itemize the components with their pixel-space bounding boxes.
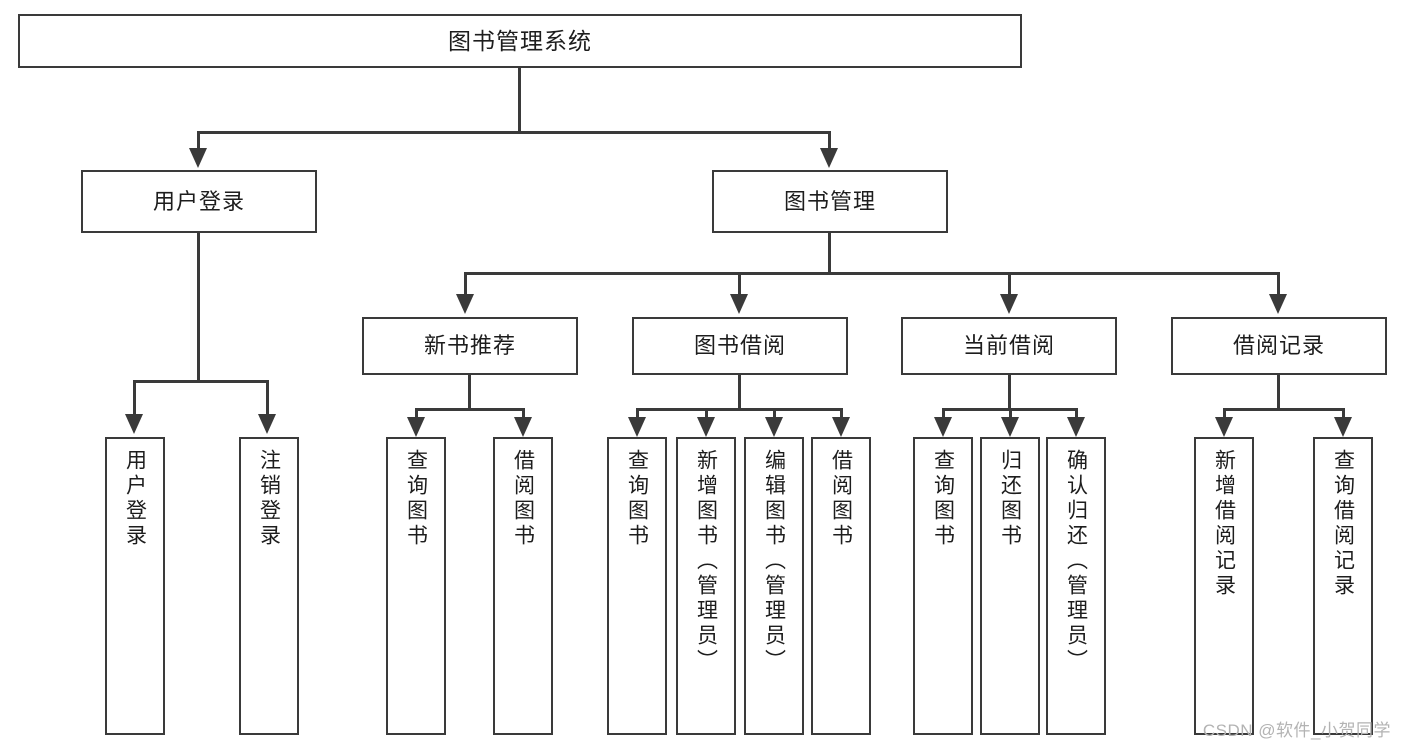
connector-borrow-record-bus xyxy=(1223,408,1345,411)
arrow-to-new-book-rec xyxy=(456,294,474,314)
connector-new-book-rec-bus xyxy=(415,408,525,411)
node-book-manage[interactable]: 图书管理 xyxy=(712,170,948,233)
connector-book-manage-bus xyxy=(464,272,1280,275)
connector-user-login-drop-1 xyxy=(133,380,136,416)
leaf-book-borrow-2[interactable]: 新增图书（管理员） xyxy=(676,437,736,735)
leaf-label: 用户登录 xyxy=(123,449,147,549)
node-label: 图书借阅 xyxy=(693,333,786,359)
leaf-current-borrow-1[interactable]: 查询图书 xyxy=(913,437,973,735)
leaf-book-borrow-3[interactable]: 编辑图书（管理员） xyxy=(744,437,804,735)
node-root-system[interactable]: 图书管理系统 xyxy=(18,14,1022,68)
arrow-to-leaf-book-borrow-3 xyxy=(765,417,783,437)
connector-new-book-rec-drop-1 xyxy=(415,408,418,420)
arrow-to-book-borrow xyxy=(730,294,748,314)
connector-current-borrow-drop-1 xyxy=(942,408,945,420)
node-label: 图书管理系统 xyxy=(448,27,592,54)
node-label: 用户登录 xyxy=(152,188,245,214)
arrow-to-leaf-book-borrow-2 xyxy=(697,417,715,437)
node-label: 当前借阅 xyxy=(962,333,1055,359)
connector-book-borrow-drop-4 xyxy=(840,408,843,420)
arrow-to-leaf-new-book-rec-1 xyxy=(407,417,425,437)
leaf-label: 注销登录 xyxy=(257,449,281,549)
leaf-user-login-1[interactable]: 用户登录 xyxy=(105,437,165,735)
leaf-label: 新增图书（管理员） xyxy=(694,449,718,674)
arrow-to-leaf-user-login-1 xyxy=(125,414,143,434)
arrow-to-leaf-borrow-record-1 xyxy=(1215,417,1233,437)
connector-root-drop-right xyxy=(828,131,831,150)
leaf-current-borrow-2[interactable]: 归还图书 xyxy=(980,437,1040,735)
connector-user-login-stem xyxy=(197,233,200,381)
leaf-borrow-record-1[interactable]: 新增借阅记录 xyxy=(1194,437,1254,735)
arrow-to-leaf-current-borrow-3 xyxy=(1067,417,1085,437)
node-label: 图书管理 xyxy=(783,188,876,214)
leaf-book-borrow-4[interactable]: 借阅图书 xyxy=(811,437,871,735)
arrow-to-leaf-borrow-record-2 xyxy=(1334,417,1352,437)
leaf-label: 查询借阅记录 xyxy=(1331,449,1355,599)
arrow-to-current-borrow xyxy=(1000,294,1018,314)
node-book-borrow[interactable]: 图书借阅 xyxy=(632,317,848,375)
node-new-book-rec[interactable]: 新书推荐 xyxy=(362,317,578,375)
arrow-to-leaf-current-borrow-2 xyxy=(1001,417,1019,437)
connector-borrow-record-stem xyxy=(1277,375,1280,410)
arrow-to-leaf-book-borrow-4 xyxy=(832,417,850,437)
leaf-current-borrow-3[interactable]: 确认归还（管理员） xyxy=(1046,437,1106,735)
leaf-new-book-rec-1[interactable]: 查询图书 xyxy=(386,437,446,735)
arrow-to-leaf-new-book-rec-2 xyxy=(514,417,532,437)
connector-new-book-rec-stem xyxy=(468,375,471,410)
connector-book-borrow-bus xyxy=(636,408,843,411)
connector-root-stem xyxy=(518,68,521,132)
connector-current-borrow-drop-3 xyxy=(1075,408,1078,420)
leaf-label: 借阅图书 xyxy=(511,449,535,549)
connector-root-drop-left xyxy=(197,131,200,150)
leaf-label: 归还图书 xyxy=(998,449,1022,549)
leaf-label: 新增借阅记录 xyxy=(1212,449,1236,599)
connector-book-borrow-drop-3 xyxy=(773,408,776,420)
connector-current-borrow-drop-2 xyxy=(1009,408,1012,420)
leaf-borrow-record-2[interactable]: 查询借阅记录 xyxy=(1313,437,1373,735)
node-current-borrow[interactable]: 当前借阅 xyxy=(901,317,1117,375)
connector-borrow-record-drop-1 xyxy=(1223,408,1226,420)
leaf-label: 查询图书 xyxy=(931,449,955,549)
connector-borrow-record-drop-2 xyxy=(1342,408,1345,420)
connector-book-borrow-drop-1 xyxy=(636,408,639,420)
connector-root-bus xyxy=(197,131,831,134)
arrow-to-leaf-book-borrow-1 xyxy=(628,417,646,437)
leaf-label: 确认归还（管理员） xyxy=(1064,449,1088,674)
connector-book-manage-drop-4 xyxy=(1277,272,1280,296)
leaf-label: 借阅图书 xyxy=(829,449,853,549)
connector-book-manage-drop-3 xyxy=(1008,272,1011,296)
connector-user-login-drop-2 xyxy=(266,380,269,416)
arrow-to-book-manage xyxy=(820,148,838,168)
connector-new-book-rec-drop-2 xyxy=(522,408,525,420)
arrow-to-leaf-current-borrow-1 xyxy=(934,417,952,437)
node-borrow-record[interactable]: 借阅记录 xyxy=(1171,317,1387,375)
node-label: 借阅记录 xyxy=(1232,333,1325,359)
node-label: 新书推荐 xyxy=(423,333,516,359)
arrow-to-user-login xyxy=(189,148,207,168)
leaf-label: 查询图书 xyxy=(625,449,649,549)
leaf-label: 查询图书 xyxy=(404,449,428,549)
leaf-user-login-2[interactable]: 注销登录 xyxy=(239,437,299,735)
connector-book-borrow-stem xyxy=(738,375,741,410)
leaf-label: 编辑图书（管理员） xyxy=(762,449,786,674)
node-user-login[interactable]: 用户登录 xyxy=(81,170,317,233)
leaf-new-book-rec-2[interactable]: 借阅图书 xyxy=(493,437,553,735)
connector-user-login-bus xyxy=(133,380,269,383)
connector-book-manage-drop-1 xyxy=(464,272,467,296)
connector-book-manage-drop-2 xyxy=(738,272,741,296)
connector-book-borrow-drop-2 xyxy=(705,408,708,420)
leaf-book-borrow-1[interactable]: 查询图书 xyxy=(607,437,667,735)
arrow-to-borrow-record xyxy=(1269,294,1287,314)
connector-book-manage-stem xyxy=(828,233,831,273)
arrow-to-leaf-user-login-2 xyxy=(258,414,276,434)
connector-current-borrow-stem xyxy=(1008,375,1011,410)
